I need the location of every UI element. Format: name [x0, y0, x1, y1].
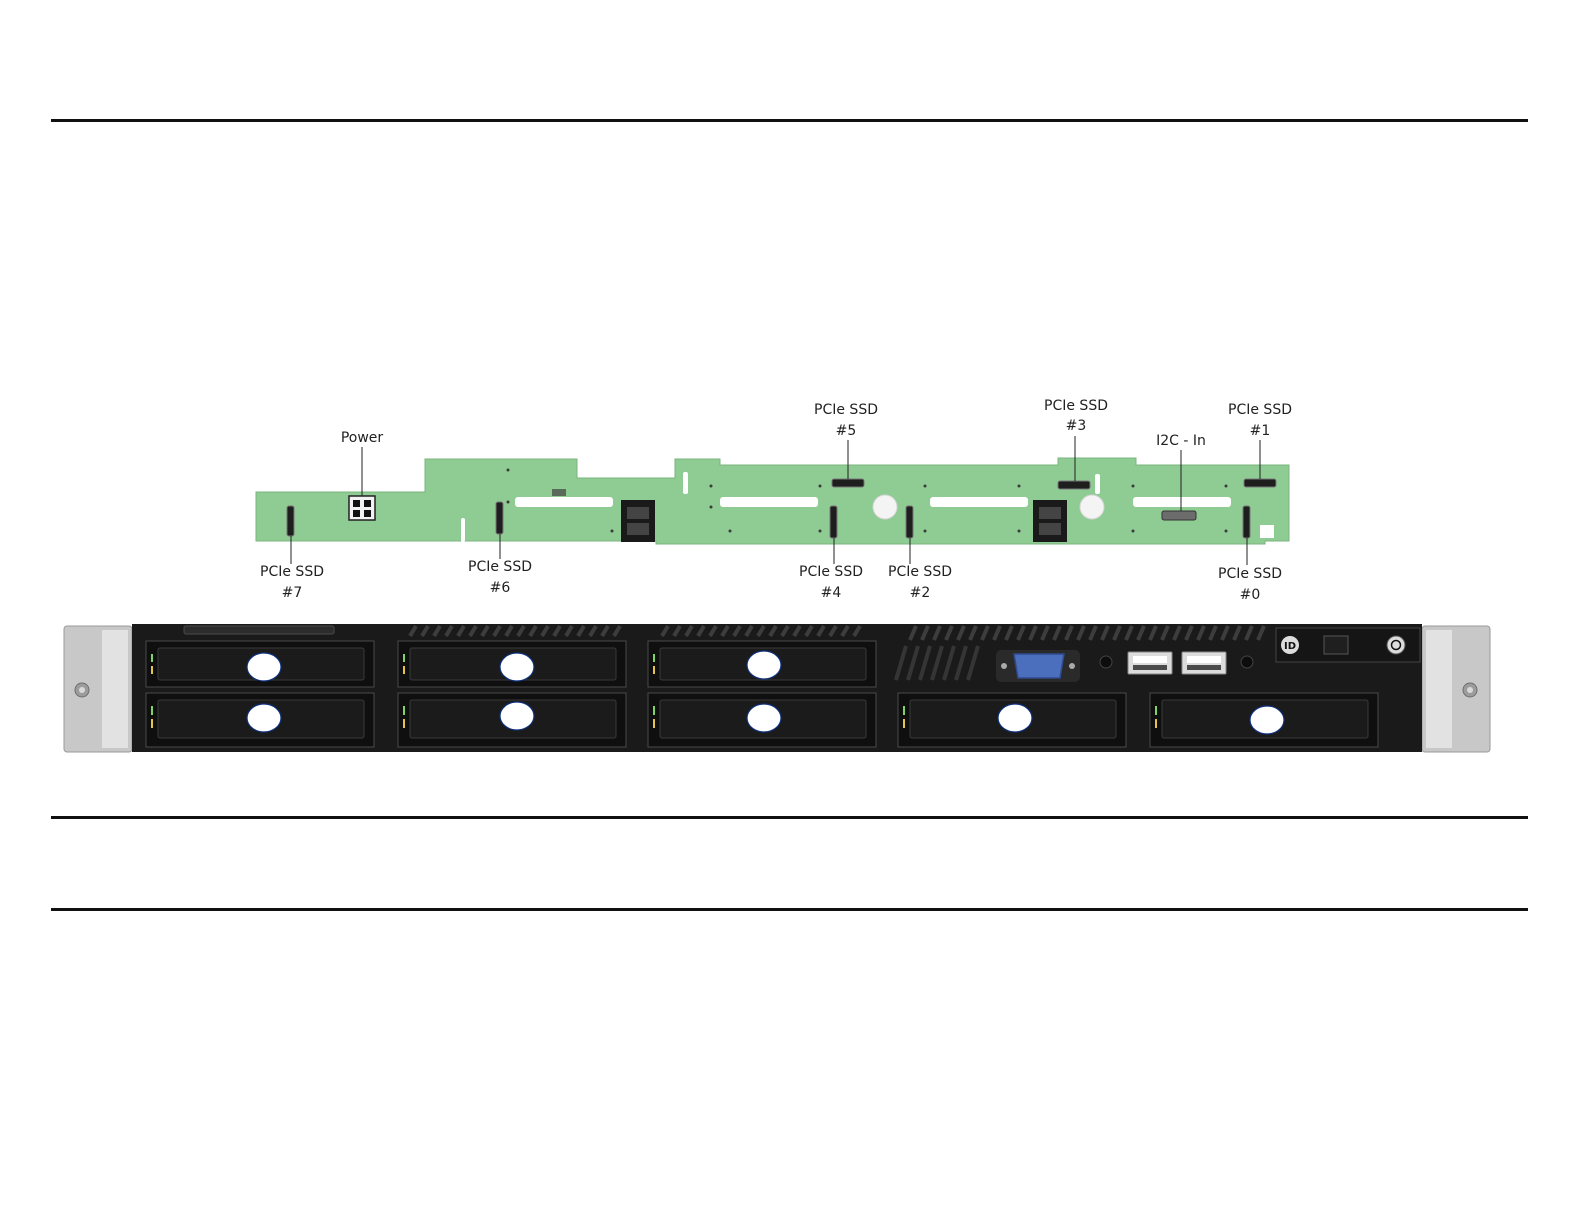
- label-pcie-ssd-6-name: PCIe SSD: [468, 559, 532, 575]
- pcb-cutout: [930, 497, 1028, 507]
- minisas-connector: [1033, 500, 1067, 542]
- pcb-notch: [1260, 525, 1274, 538]
- bay-marker: [1250, 706, 1284, 734]
- status-leds: [1324, 636, 1348, 654]
- control-panel: ID: [1276, 628, 1420, 662]
- server-front-panel: ID: [64, 624, 1490, 752]
- rack-ear-left: [64, 626, 132, 752]
- label-pcie-ssd-1-name: PCIe SSD: [1228, 402, 1292, 418]
- pcb-slot-cutout: [461, 518, 465, 542]
- label-pcie-ssd-6-number: #6: [490, 580, 511, 596]
- label-power: Power: [341, 430, 384, 446]
- pcb-chip: [552, 489, 566, 496]
- label-pcie-ssd-4-number: #4: [821, 585, 842, 601]
- label-pcie-ssd-0-number: #0: [1240, 587, 1261, 603]
- bay-marker: [998, 704, 1032, 732]
- label-pcie-ssd-1-number: #1: [1250, 423, 1271, 439]
- pcb-slot-cutout: [683, 472, 688, 494]
- label-pcie-ssd-2-number: #2: [910, 585, 931, 601]
- label-pcie-ssd-5-number: #5: [836, 423, 857, 439]
- vga-port: [996, 650, 1080, 682]
- label-pcie-ssd-2-name: PCIe SSD: [888, 564, 952, 580]
- bay-marker: [247, 653, 281, 681]
- label-pcie-ssd-5-name: PCIe SSD: [814, 402, 878, 418]
- pcie-ssd-connector-1: [1244, 479, 1276, 487]
- pcie-ssd-connector-0: [1243, 506, 1250, 538]
- pcb-cutout: [720, 497, 818, 507]
- label-pcie-ssd-7-name: PCIe SSD: [260, 564, 324, 580]
- pcie-ssd-connector-3: [1058, 481, 1090, 489]
- pcb-cutout: [1133, 497, 1231, 507]
- pcb-standoff: [1080, 495, 1104, 519]
- power-button-icon: [1387, 636, 1405, 654]
- usb-port: [1128, 652, 1172, 674]
- bay-marker: [500, 702, 534, 730]
- bay-marker: [247, 704, 281, 732]
- backplane-board: [256, 458, 1289, 544]
- bay-marker: [747, 651, 781, 679]
- label-pcie-ssd-3-number: #3: [1066, 418, 1087, 434]
- pcie-ssd-connector-6: [496, 502, 503, 534]
- top-latch: [184, 626, 334, 634]
- pcb-cutout: [515, 497, 613, 507]
- usb-port-small: [1100, 656, 1112, 668]
- pcie-ssd-connector-2: [906, 506, 913, 538]
- nmi-button: [1241, 656, 1253, 668]
- power-connector: [349, 496, 375, 520]
- pcb-standoff: [873, 495, 897, 519]
- rack-ear-right: [1422, 626, 1490, 752]
- i2c-in-connector: [1162, 511, 1196, 520]
- minisas-connector: [621, 500, 655, 542]
- pcie-ssd-connector-7: [287, 506, 294, 536]
- label-i2c-in: I2C - In: [1156, 433, 1206, 449]
- bay-marker: [747, 704, 781, 732]
- label-pcie-ssd-3-name: PCIe SSD: [1044, 398, 1108, 414]
- pcie-ssd-connector-4: [830, 506, 837, 538]
- pcb-slot-cutout: [1095, 474, 1100, 494]
- label-pcie-ssd-0-name: PCIe SSD: [1218, 566, 1282, 582]
- pcie-ssd-connector-5: [832, 479, 864, 487]
- bay-marker: [500, 653, 534, 681]
- label-pcie-ssd-7-number: #7: [282, 585, 303, 601]
- id-button-label: ID: [1284, 641, 1296, 652]
- usb-port: [1182, 652, 1226, 674]
- label-pcie-ssd-4-name: PCIe SSD: [799, 564, 863, 580]
